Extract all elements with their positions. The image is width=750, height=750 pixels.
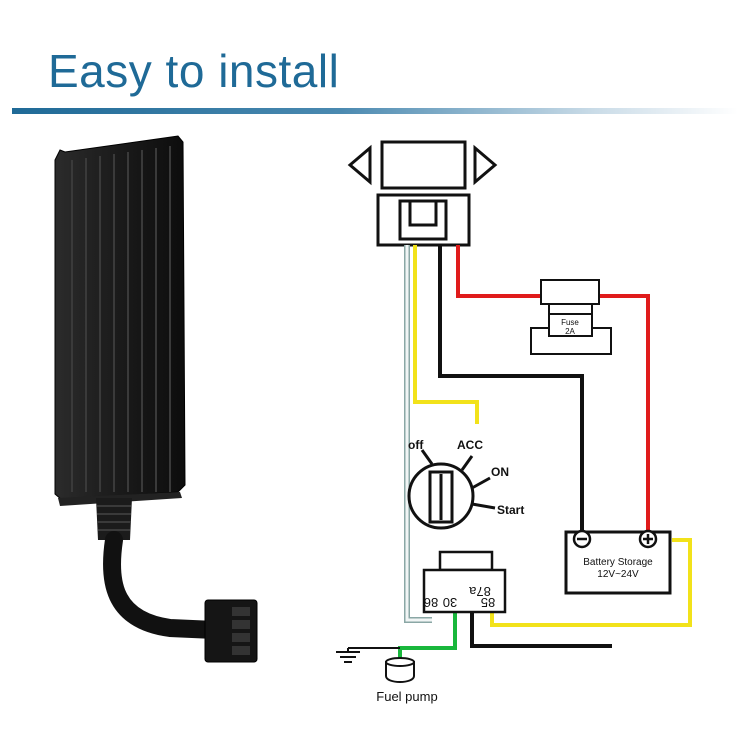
relay-pin-86: 86 — [424, 595, 438, 610]
switch-acc-label: ACC — [457, 438, 483, 452]
gps-tracker-device — [54, 135, 258, 663]
battery-label: Battery Storage — [583, 557, 653, 568]
harness-connector — [347, 140, 498, 247]
relay-pin-87a: 87a — [468, 584, 490, 599]
fuse: Fuse 2A — [530, 279, 612, 355]
title-underline — [12, 108, 738, 114]
battery-voltage: 12V~24V — [597, 569, 639, 580]
relay: 86 30 87a 85 — [422, 550, 507, 614]
switch-on-label: ON — [491, 465, 509, 479]
switch-start-label: Start — [497, 503, 524, 517]
fuse-rating: 2A — [565, 327, 575, 336]
wires — [348, 245, 692, 662]
fuel-pump-label: Fuel pump — [376, 689, 437, 704]
relay-pin-30: 30 — [443, 595, 457, 610]
ground-symbol — [336, 648, 360, 663]
switch-off-label: off — [408, 438, 424, 452]
fuel-pump: Fuel pump — [376, 657, 438, 704]
page-title: Easy to install — [48, 45, 340, 97]
relay-pin-85: 85 — [481, 595, 495, 610]
ignition-switch: off ACC ON Start — [407, 438, 524, 530]
battery: Battery Storage 12V~24V — [564, 529, 672, 595]
fuse-label: Fuse — [561, 318, 579, 327]
